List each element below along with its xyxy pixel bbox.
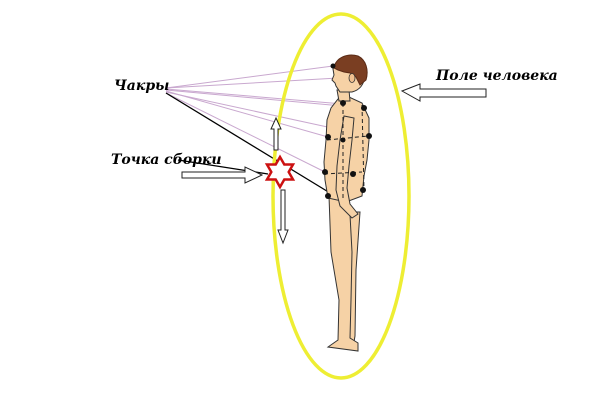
ray-brow — [165, 77, 339, 89]
ear — [348, 73, 356, 83]
ray-solar — [165, 90, 329, 138]
arrow-down-icon — [277, 189, 289, 245]
ray-crown — [165, 65, 334, 89]
chakra-dot — [325, 134, 331, 140]
assemblage-point-label: Точка сборки — [111, 152, 222, 168]
chakra-dot — [325, 193, 331, 199]
ray-root — [165, 92, 326, 173]
chakras-label: Чакры — [114, 78, 170, 94]
chakra-dot — [322, 169, 328, 175]
waist-line — [323, 171, 363, 175]
front-leg — [326, 195, 359, 352]
chakra-dot — [340, 137, 346, 143]
hair — [333, 54, 368, 86]
ray-throat — [165, 88, 344, 105]
chakra-dot — [350, 171, 356, 177]
body-axes — [323, 103, 369, 198]
chakra-dot — [366, 133, 372, 139]
human-field-label: Поле человека — [436, 68, 558, 84]
human-field-ellipse — [271, 12, 411, 380]
chakra-dot — [340, 100, 346, 106]
chakra-pointer-line — [165, 92, 336, 197]
chakra-dot — [361, 105, 367, 111]
human-figure — [323, 57, 370, 352]
chakra-points — [322, 63, 372, 199]
arrow-right-icon — [181, 166, 264, 184]
ray-heart — [165, 89, 365, 109]
chakra-dot — [360, 187, 366, 193]
chakra-dot — [330, 63, 336, 69]
arrow-left-icon — [400, 83, 487, 102]
arrow-up-icon — [270, 116, 282, 151]
chakra-rays — [165, 65, 370, 173]
star-icon — [264, 154, 296, 190]
back-axis — [361, 104, 365, 191]
